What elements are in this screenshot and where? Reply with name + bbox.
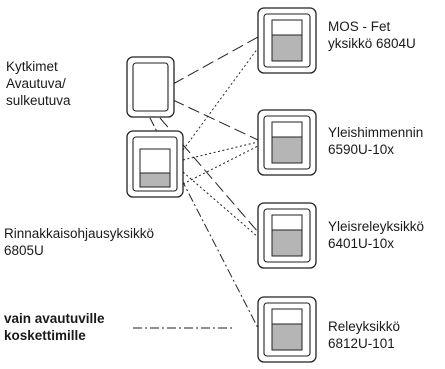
dash-line-switch-to-mos (172, 36, 259, 85)
device-icon-releyksikko (257, 296, 317, 363)
parallel-unit-label-line1: Rinnakkaisohjausyksikkö (4, 226, 155, 241)
parallel-unit-label-line2: 6805U (4, 243, 44, 258)
device-label-releyksikko-line1: Releyksikkö (328, 319, 401, 334)
parallel-unit-icon (126, 130, 184, 198)
legend-label: vain avautuville koskettimille (4, 310, 105, 344)
device-label-mos-line2: yksikkö 6804U (328, 36, 416, 51)
parallel-unit-label: Rinnakkaisohjausyksikkö 6805U (4, 225, 154, 259)
device-icon-dimmer (257, 109, 317, 176)
device-label-dimmer-line2: 6590U-10x (328, 142, 395, 157)
dot-line-parallel-to-dimmer-2 (182, 145, 259, 185)
device-label-dimmer-line1: Yleishimmennin (328, 125, 424, 140)
device-icon-mos (257, 7, 317, 74)
device-label-mos-line1: MOS - Fet (328, 19, 391, 34)
switches-label-line1: Kytkimet (6, 59, 58, 74)
switches-label-line2: Avautuva/ (6, 76, 66, 91)
switches-label-line3: sulkeutuva (6, 93, 71, 108)
device-label-dimmer: Yleishimmennin 6590U-10x (328, 124, 423, 158)
dash-line-switch-to-dimmer (172, 99, 259, 141)
device-label-mos: MOS - Fet yksikkö 6804U (328, 18, 416, 52)
device-label-relay-unit-line2: 6401U-10x (328, 236, 395, 251)
device-icon-relay-unit (257, 202, 317, 269)
legend-label-line1: vain avautuville (4, 311, 105, 326)
device-label-releyksikko: Releyksikkö 6812U-101 (328, 318, 400, 352)
device-label-relay-unit-line1: Yleisreleyksikkö (328, 219, 425, 234)
switch-icon (126, 56, 175, 118)
dot-line-parallel-to-dimmer (182, 141, 259, 161)
dot-line-parallel-to-mos (182, 47, 259, 151)
device-label-relay-unit: Yleisreleyksikkö 6401U-10x (328, 218, 424, 252)
dot-line-parallel-to-relay-unit (182, 171, 259, 238)
device-label-releyksikko-line2: 6812U-101 (328, 336, 395, 351)
switches-label: Kytkimet Avautuva/ sulkeutuva (6, 58, 71, 109)
legend-label-line2: koskettimille (4, 328, 86, 343)
